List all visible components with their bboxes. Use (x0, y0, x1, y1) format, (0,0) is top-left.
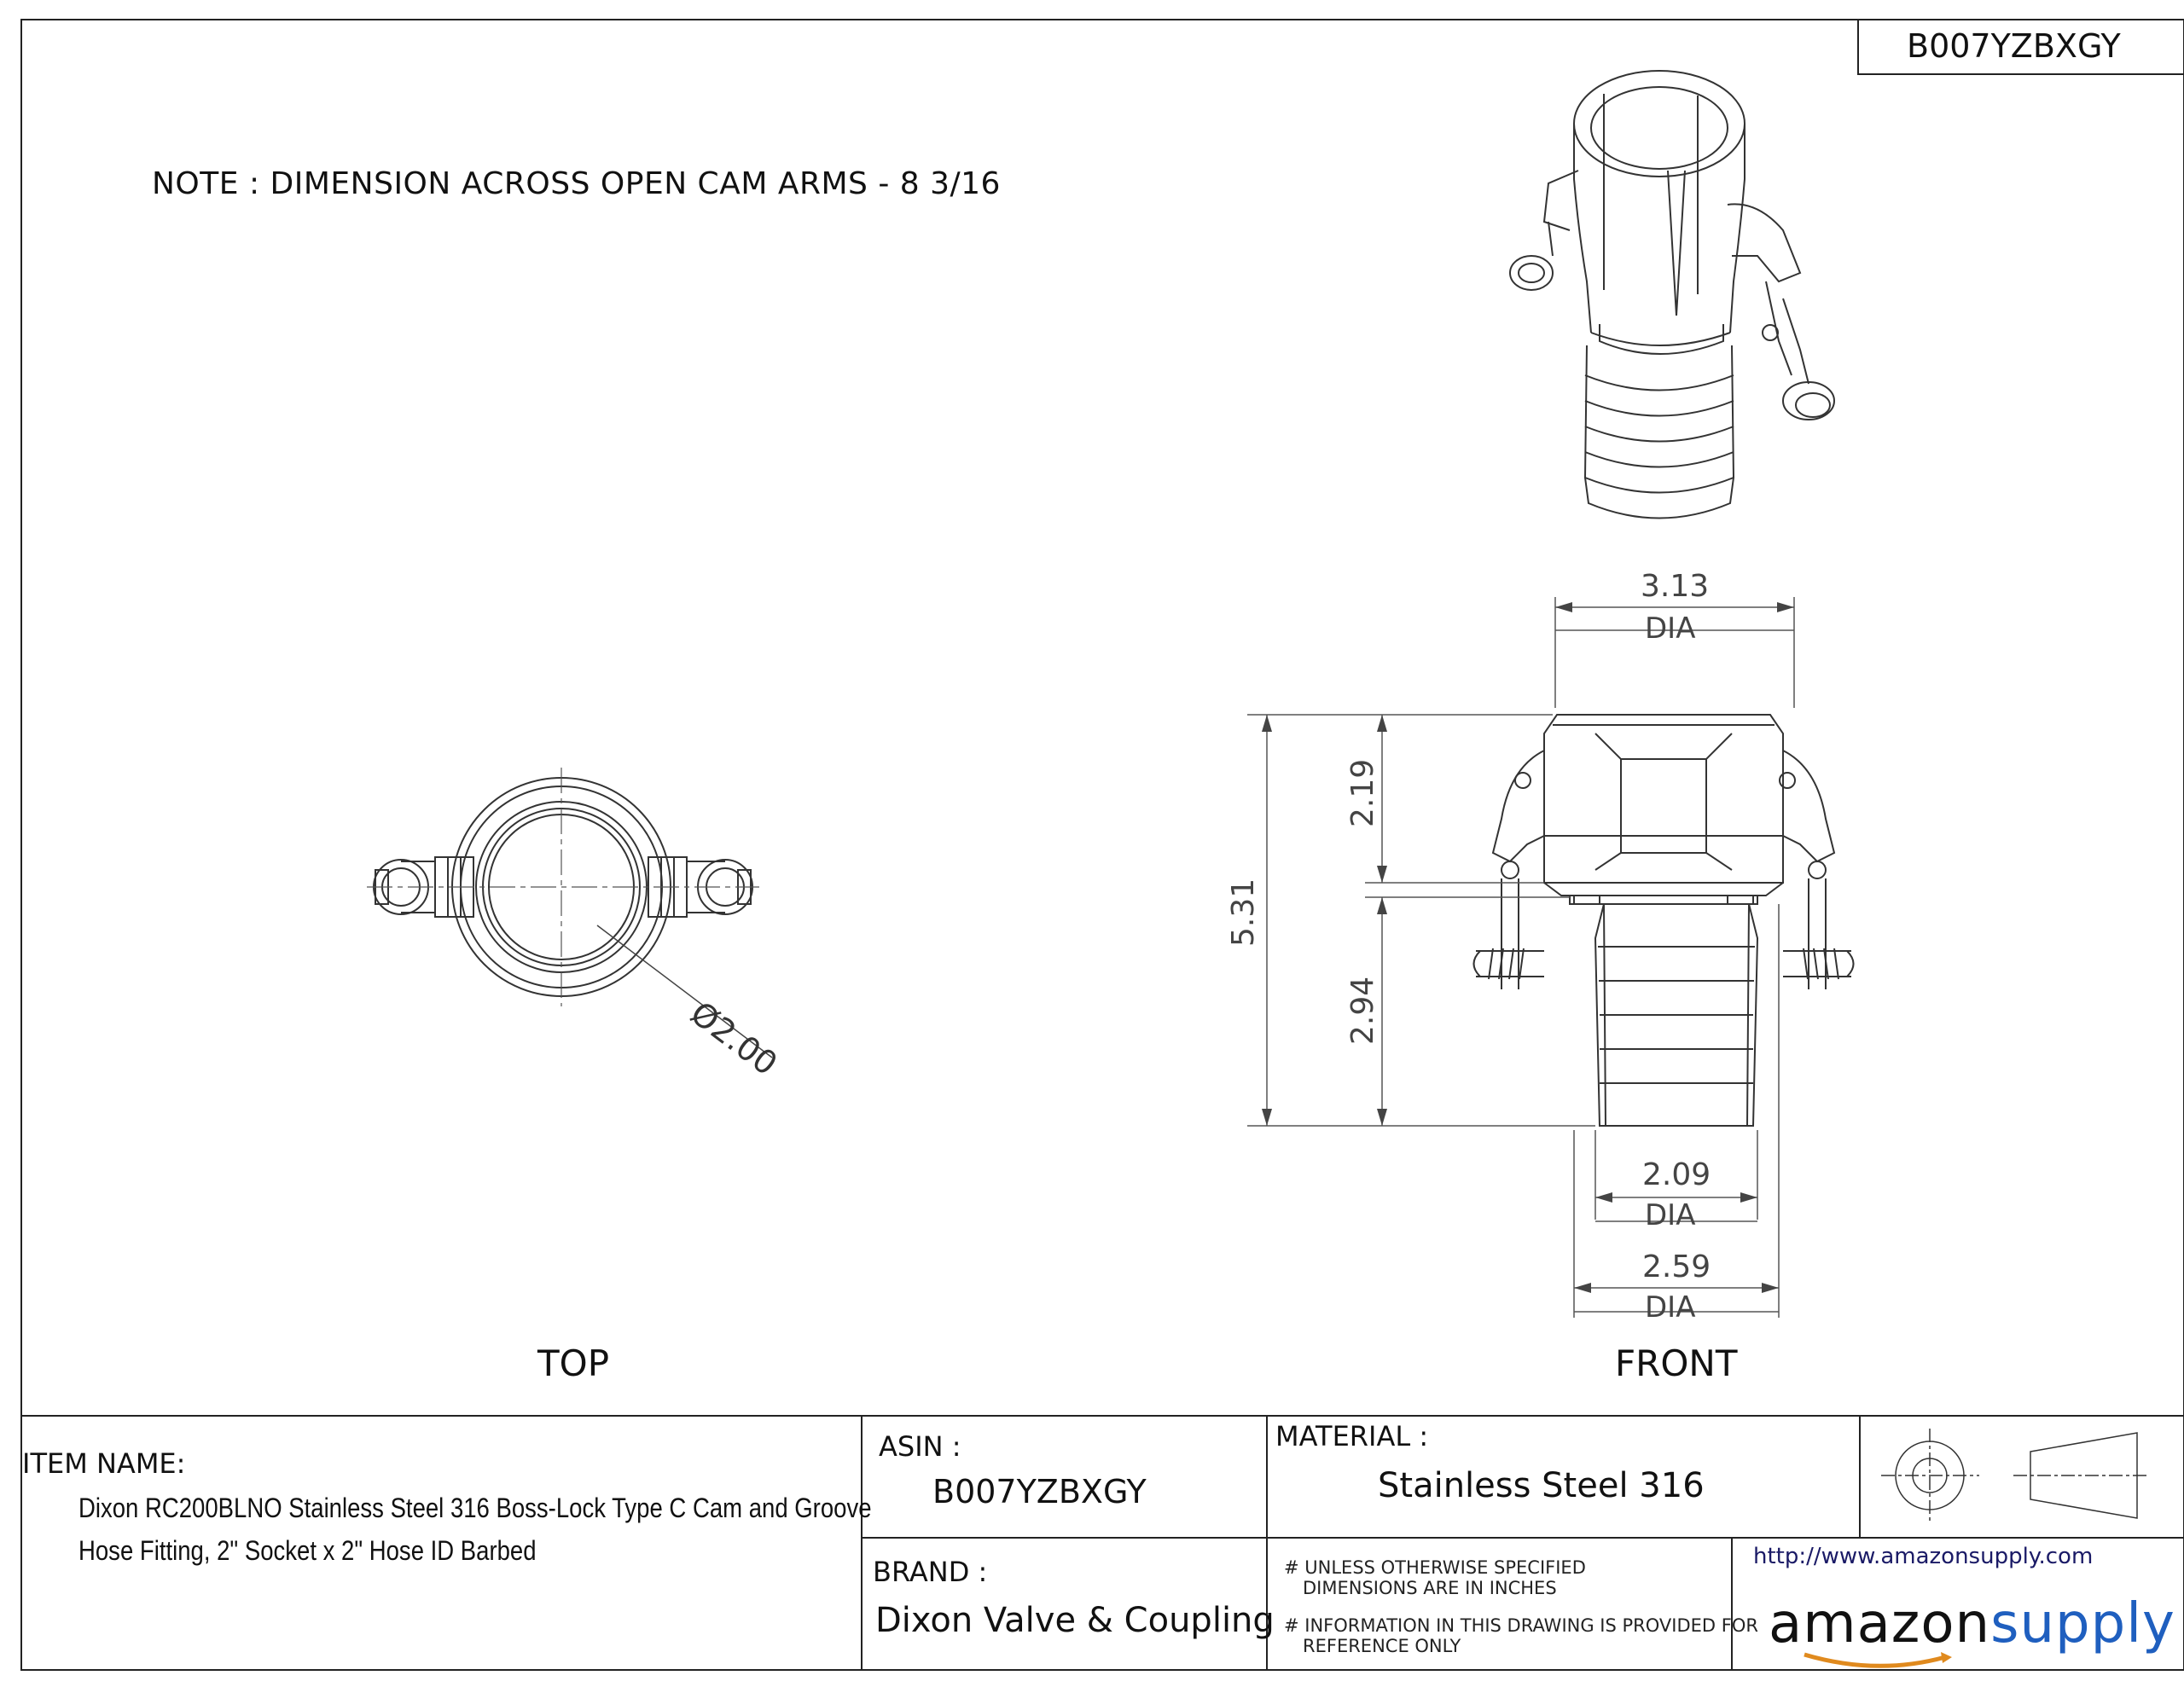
info-note-line-2: REFERENCE ONLY (1303, 1636, 1461, 1656)
brand-label: BRAND : (873, 1556, 988, 1588)
diameter-leader (596, 925, 773, 1058)
dim-top-dia-label: DIA (1645, 612, 1696, 646)
amazon-supply-logo: amazonsupply (1769, 1597, 2175, 1651)
projection-symbol (1881, 1429, 2150, 1522)
doc-id-box (1857, 19, 2184, 75)
brand-value: Dixon Valve & Coupling (875, 1601, 1275, 1640)
dim-top-dia: 3.13 (1641, 569, 1710, 604)
asin-value: B007YZBXGY (932, 1473, 1147, 1510)
dim-socket-height: 2.19 (1345, 758, 1380, 827)
logo-supply-text: supply (1990, 1592, 2175, 1655)
asin-label: ASIN : (879, 1430, 961, 1463)
dim-bottom-dia-2: 2.59 (1642, 1249, 1711, 1284)
top-view-label: TOP (537, 1342, 610, 1384)
front-view (1472, 714, 1855, 1127)
dim-overall-height: 5.31 (1226, 878, 1261, 947)
isometric-view (1509, 70, 1835, 519)
item-name-line-2: Hose Fitting, 2" Socket x 2" Hose ID Bar… (78, 1535, 537, 1566)
dimension-lines (1247, 597, 1795, 1318)
dim-hose-height: 2.94 (1345, 976, 1380, 1045)
units-note-line-1: # UNLESS OTHERWISE SPECIFIED (1284, 1557, 1586, 1578)
dim-bottom-dia-2-label: DIA (1645, 1290, 1696, 1325)
supplier-url-link[interactable]: http://www.amazonsupply.com (1753, 1544, 2094, 1569)
sheet-border (20, 19, 2184, 1671)
units-note-line-2: DIMENSIONS ARE IN INCHES (1303, 1578, 1557, 1598)
item-name-line-1: Dixon RC200BLNO Stainless Steel 316 Boss… (78, 1493, 872, 1523)
info-note-line-1: # INFORMATION IN THIS DRAWING IS PROVIDE… (1284, 1615, 1758, 1636)
dim-bottom-dia-1-label: DIA (1645, 1198, 1696, 1232)
logo-amazon-text: amazon (1769, 1592, 1991, 1655)
item-name-label: ITEM NAME: (22, 1447, 186, 1480)
amazon-smile-icon (1804, 1652, 1952, 1668)
material-label: MATERIAL : (1275, 1420, 1429, 1452)
doc-id: B007YZBXGY (1907, 27, 2121, 65)
front-view-label: FRONT (1615, 1342, 1738, 1384)
drawing-note: NOTE : DIMENSION ACROSS OPEN CAM ARMS - … (152, 166, 1001, 201)
material-value: Stainless Steel 316 (1378, 1466, 1705, 1505)
dim-bottom-dia-1: 2.09 (1642, 1157, 1711, 1192)
